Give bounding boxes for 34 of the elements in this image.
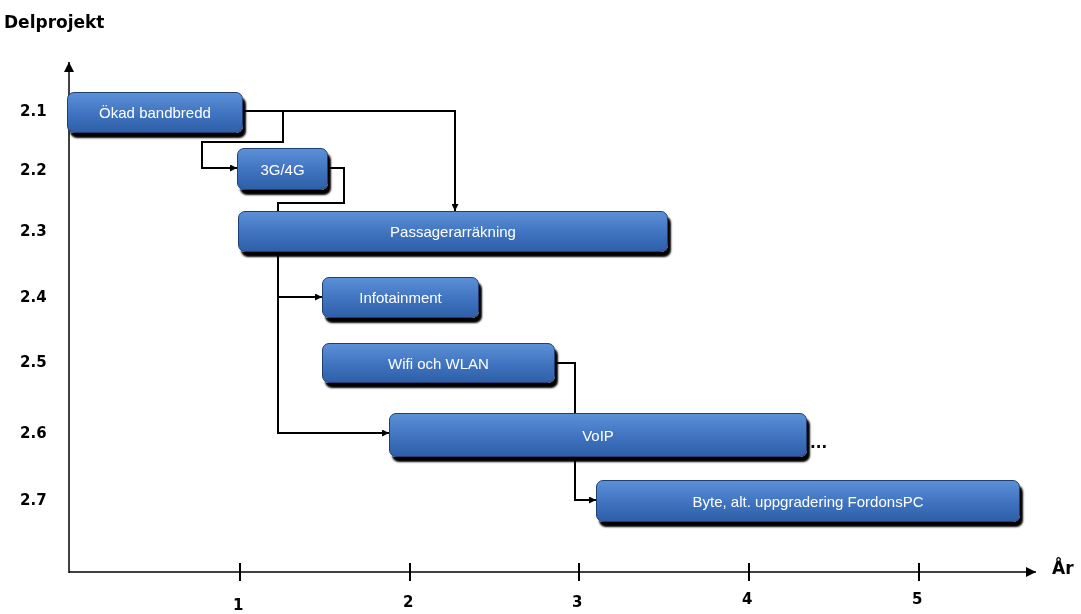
task-label: VoIP: [582, 426, 614, 444]
task-label: Ökad bandbredd: [99, 104, 211, 121]
row-number: 2.4: [20, 288, 47, 306]
row-number: 2.5: [20, 353, 47, 371]
task-bar: [596, 480, 1020, 522]
task-bar: [67, 92, 243, 133]
arrow: [277, 251, 390, 437]
connector-line: [554, 362, 576, 414]
task-label: Passagerarräkning: [390, 223, 516, 240]
task-label: Infotainment: [359, 289, 442, 306]
task-bar: [322, 277, 479, 318]
tick-label: 3: [572, 593, 583, 611]
tick-label: 5: [912, 590, 923, 608]
arrow: [242, 110, 459, 212]
connector-line: [277, 167, 345, 212]
row-number: 2.7: [20, 491, 47, 509]
task-label: Wifi och WLAN: [388, 354, 489, 372]
axis-title: År: [1052, 558, 1074, 578]
task-bar: [237, 148, 328, 190]
row-number: 2.2: [20, 161, 47, 179]
tick-label: 4: [742, 590, 753, 608]
axis-title: Delprojekt: [4, 12, 105, 32]
task-label: 3G/4G: [260, 160, 305, 178]
task-bar: [238, 211, 668, 252]
row-number: 2.6: [20, 424, 47, 442]
task-label: Byte, alt. uppgradering FordonsPC: [692, 492, 924, 510]
tick-label: 2: [403, 593, 414, 611]
row-number: 2.1: [20, 102, 47, 120]
task-bar: [389, 413, 807, 457]
tick-label: 1: [233, 596, 244, 614]
arrow: [574, 456, 597, 504]
ellipsis: ...: [810, 434, 828, 452]
row-number: 2.3: [20, 222, 47, 240]
task-bar: [322, 343, 555, 383]
